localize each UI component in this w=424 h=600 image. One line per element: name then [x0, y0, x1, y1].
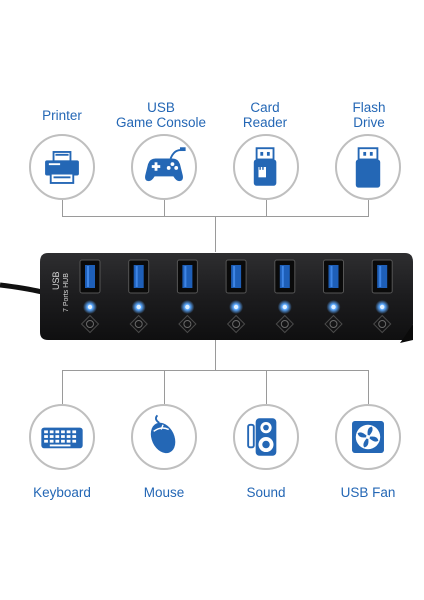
hub-body-edge — [400, 324, 413, 343]
usb-port[interactable] — [323, 259, 344, 294]
bottom-connector-keyboard — [62, 370, 63, 404]
bottom-connector-bar — [62, 370, 369, 371]
label-card-reader: Card Reader — [242, 100, 288, 130]
port-led — [131, 300, 146, 314]
port-led — [83, 300, 97, 314]
usb-cable — [0, 282, 43, 295]
port-switch[interactable] — [80, 314, 100, 334]
port-led — [326, 300, 341, 314]
port-led — [375, 300, 390, 314]
printer-icon — [29, 134, 95, 200]
port-led — [180, 300, 195, 314]
flash-drive-icon — [335, 134, 401, 200]
hub-side-text-usb: USB — [51, 271, 61, 290]
usb-ports — [79, 259, 393, 334]
bottom-connector-mouse — [164, 370, 165, 404]
usb-port[interactable] — [79, 259, 101, 294]
hub-side-text-ports: 7 Ports HUB — [63, 273, 70, 312]
top-connector-card-reader — [266, 200, 267, 217]
keyboard-icon — [29, 404, 95, 470]
label-printer: Printer — [42, 108, 82, 123]
port-switch[interactable] — [324, 314, 343, 334]
usb-port[interactable] — [371, 259, 393, 294]
bottom-connector-stem — [215, 340, 216, 370]
label-usb-fan: USB Fan — [340, 485, 396, 500]
top-connector-printer — [62, 200, 63, 217]
speaker-icon — [233, 404, 299, 470]
mouse-icon — [131, 404, 197, 470]
port-switch[interactable] — [275, 314, 294, 334]
card-reader-icon — [233, 134, 299, 200]
usb-port[interactable] — [176, 259, 198, 294]
bottom-connector-fan — [368, 370, 369, 404]
port-switch[interactable] — [178, 314, 197, 334]
fan-icon — [335, 404, 401, 470]
label-flash-drive: Flash Drive — [352, 100, 386, 130]
label-mouse: Mouse — [143, 485, 185, 500]
label-keyboard: Keyboard — [33, 485, 91, 500]
usb-port[interactable] — [274, 259, 296, 294]
top-connector-flash-drive — [368, 200, 369, 217]
top-connector-stem — [215, 216, 216, 252]
usb-port[interactable] — [128, 259, 150, 294]
port-switch[interactable] — [226, 314, 246, 334]
label-sound: Sound — [246, 485, 286, 500]
usb-port[interactable] — [225, 259, 247, 294]
port-led — [229, 300, 244, 314]
hub-side-text: USB 7 Ports HUB — [47, 260, 79, 320]
top-connector-game-console — [164, 200, 165, 217]
gamepad-icon — [131, 134, 197, 200]
port-led — [277, 300, 292, 314]
port-switch[interactable] — [373, 314, 392, 334]
bottom-connector-sound — [266, 370, 267, 404]
port-switch[interactable] — [129, 314, 148, 334]
label-game-console: USB Game Console — [115, 100, 207, 130]
